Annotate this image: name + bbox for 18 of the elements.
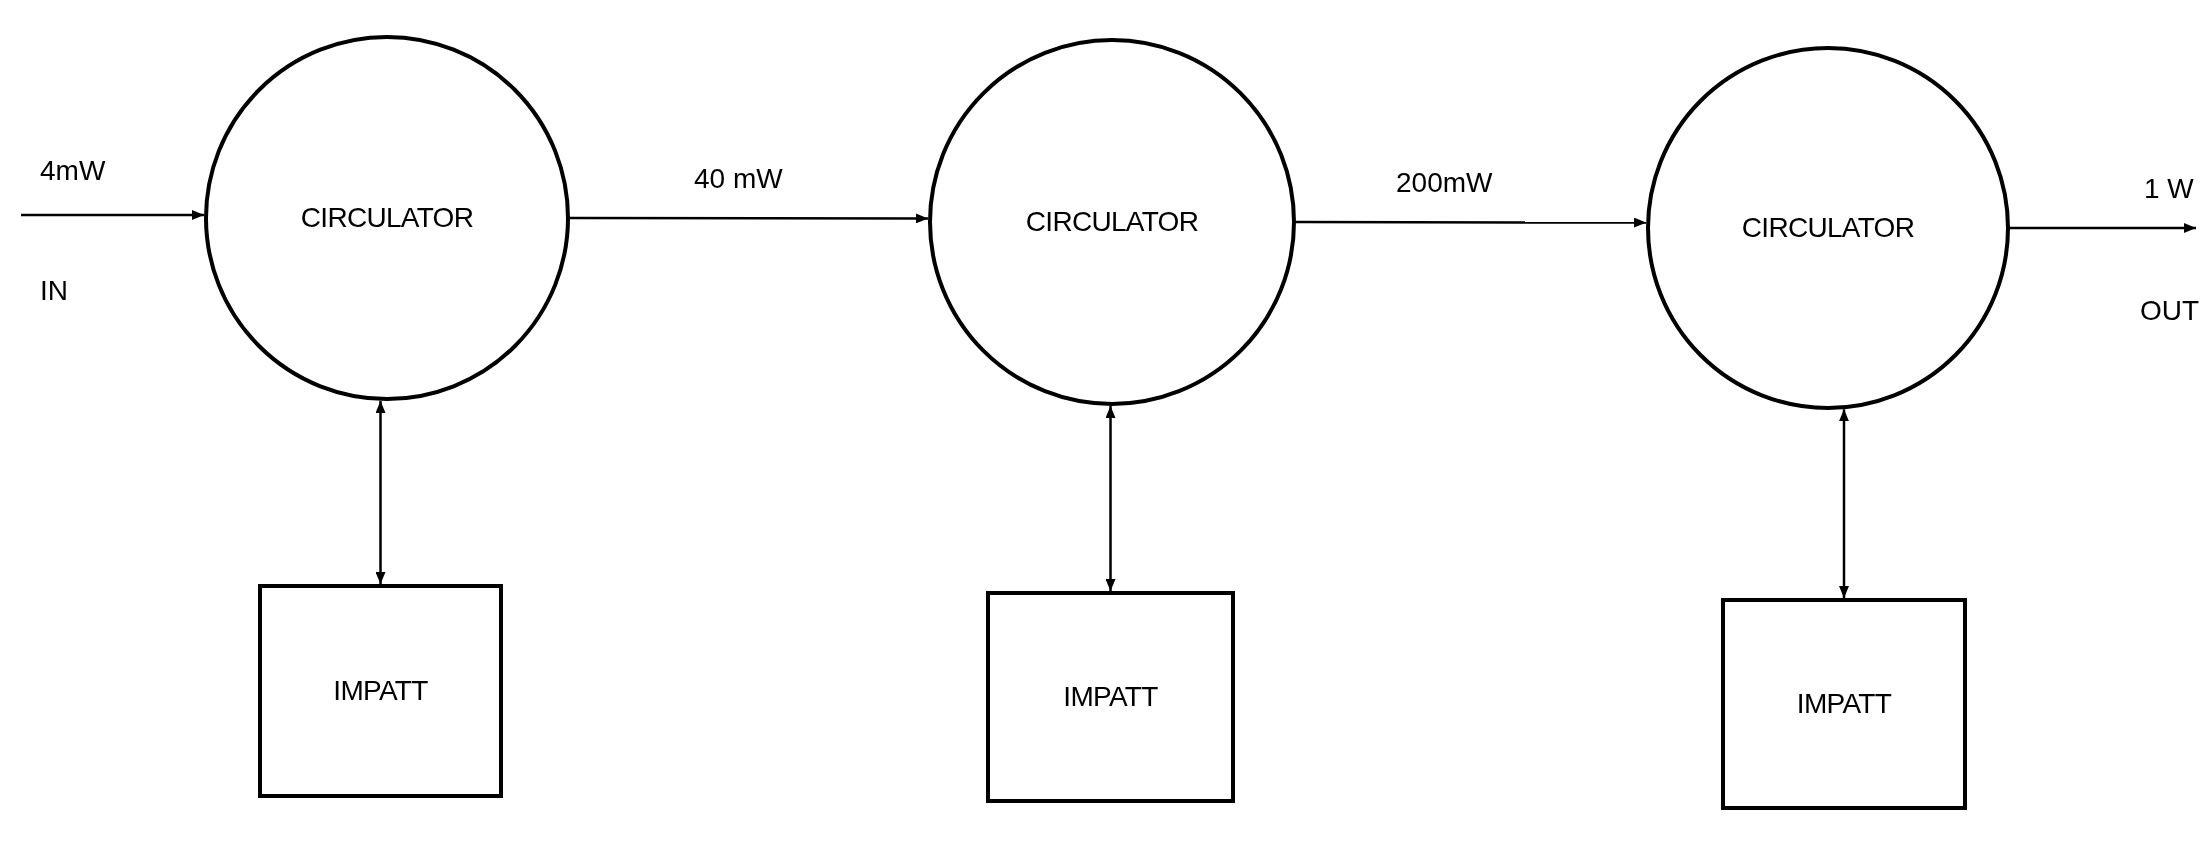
arrow	[1105, 406, 1116, 591]
node-label: IMPATT	[1063, 680, 1158, 714]
arrow	[21, 210, 204, 220]
impatt-box	[986, 591, 1235, 803]
arrow	[570, 213, 929, 224]
arrow	[375, 400, 386, 584]
node-label: IMPATT	[1796, 687, 1892, 721]
arrow	[2010, 223, 2196, 233]
arrow	[1839, 409, 1849, 598]
node-label: CIRCULATOR	[1741, 211, 1915, 245]
node-label: CIRCULATOR	[1025, 205, 1199, 239]
node-label: IMPATT	[333, 674, 428, 708]
node-label: CIRCULATOR	[300, 201, 474, 235]
impatt-box	[1721, 598, 1967, 810]
impatt-box	[258, 584, 503, 798]
arrow	[1296, 217, 1647, 228]
port-label: OUT	[2140, 294, 2200, 328]
port-label: IN	[40, 274, 68, 308]
